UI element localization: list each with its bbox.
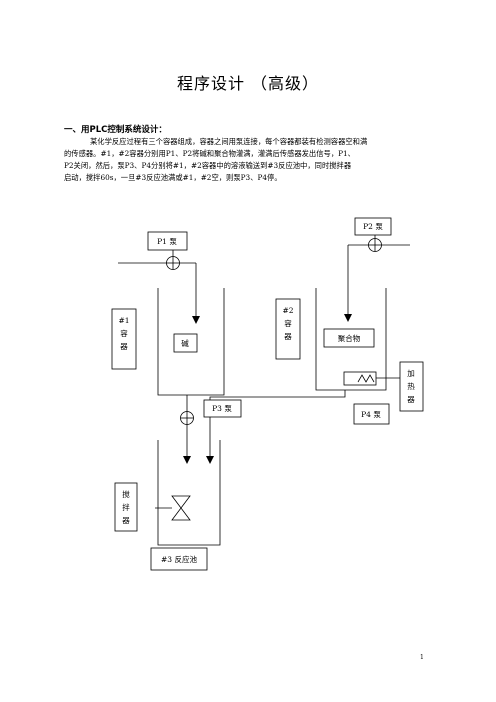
- p2-pump-symbol: [368, 238, 382, 252]
- stirrer-valve: [171, 495, 191, 521]
- p1-pump-symbol: [166, 256, 180, 270]
- p4-outlet-pipe: [206, 390, 346, 464]
- container-1-label-line-2: 容: [120, 328, 128, 338]
- reaction-pool-label-box: [150, 547, 208, 571]
- heater-label-line-3: 器: [407, 395, 415, 404]
- paragraph-line-1: 某化学反应过程有三个容器组成，容器之间用泵连接，每个容器都装有检测容器空和满: [90, 137, 368, 146]
- stirrer-label-line-3: 器: [122, 516, 130, 525]
- paragraph-line-4: 启动，搅拌60s，一旦#3反应池满或#1，#2空，则泵P3、P4停。: [64, 173, 282, 182]
- container-2-label-line-2: 容: [284, 318, 292, 328]
- container-1-label-line-1: #1: [118, 316, 129, 325]
- container-1-outline: [157, 288, 225, 396]
- p2-pump-label-box: [354, 217, 392, 236]
- paragraph-line-2: 的传感器。#1，#2容器分别用P1、P2将碱和聚合物灌满，灌满后传感器发出信号，…: [64, 149, 355, 158]
- page-number: 1: [420, 654, 424, 661]
- container-2-label-line-1: #2: [282, 306, 293, 315]
- heater-label-line-1: 加: [407, 368, 415, 378]
- stirrer-label-line-1: 搅: [122, 489, 130, 499]
- p4-pump-label-box: [353, 403, 390, 425]
- heater-label-line-2: 热: [407, 381, 415, 391]
- polymer-label: 聚合物: [338, 333, 361, 343]
- container-1-label-line-3: 器: [120, 342, 128, 351]
- p3-pump-symbol: [180, 411, 194, 425]
- p3-pump-label: P3 泵: [212, 404, 232, 413]
- container-2-outline: [315, 288, 387, 391]
- p1-pump-label: P1 泵: [157, 237, 177, 246]
- stirrer-label-box: [114, 482, 138, 532]
- p1-pump-label-box: [147, 231, 188, 251]
- alkali-label: 碱: [181, 339, 189, 348]
- container-2-label-box: [275, 298, 301, 360]
- reaction-pool-outline: [157, 440, 221, 546]
- heater-label-box: [399, 361, 424, 412]
- stirrer-label-line-2: 拌: [122, 502, 130, 512]
- container-1-label-box: [111, 308, 137, 370]
- alkali-label-box: [173, 333, 198, 353]
- heater-coil: [357, 374, 375, 383]
- polymer-label-box: [323, 328, 375, 348]
- section-heading: 一、用PLC控制系统设计：: [64, 125, 167, 135]
- p4-pump-label: P4 泵: [361, 410, 381, 419]
- paragraph-line-3: P2关闭，然后，泵P3、P4分别将#1，#2容器中的溶液输送到#3反应池中，同时…: [64, 161, 352, 170]
- p3-pump-label-box: [203, 399, 242, 418]
- reaction-pool-label: #3 反应池: [161, 554, 197, 564]
- page-title: 程序设计 （高级）: [176, 74, 320, 93]
- p2-pump-label: P2 泵: [363, 222, 383, 231]
- container-2-label-line-3: 器: [284, 332, 292, 341]
